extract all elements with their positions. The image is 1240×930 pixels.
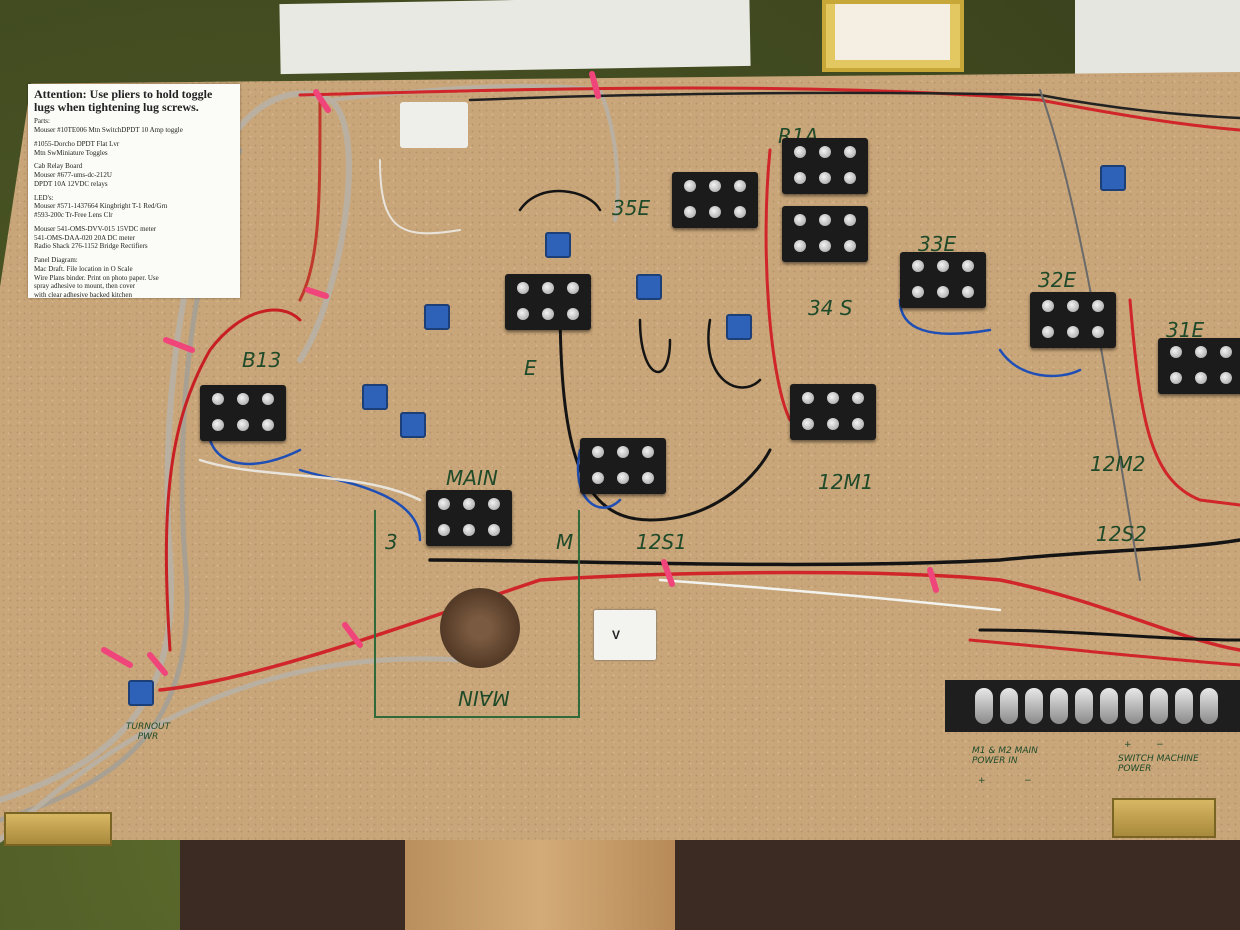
voltmeter-label: V <box>612 628 621 642</box>
toggle-main[interactable] <box>426 490 512 546</box>
terminal-screw[interactable] <box>975 688 993 724</box>
rotary-switch[interactable] <box>440 588 520 668</box>
toggle-32e[interactable] <box>1030 292 1116 348</box>
mini-toggle[interactable] <box>362 384 388 410</box>
wood-support <box>405 838 675 930</box>
mini-toggle[interactable] <box>545 232 571 258</box>
sheet-title: Attention: Use pliers to hold toggle lug… <box>34 87 213 115</box>
toggle-r1a[interactable] <box>782 138 868 194</box>
workbench <box>180 830 1240 930</box>
label-switch-minus: − <box>1156 740 1164 750</box>
label-32e: 32E <box>1038 268 1077 292</box>
sheet-line: Parts: <box>34 117 50 126</box>
sheet-line: 541-OMS-DAA-020 20A DC meter <box>34 233 135 242</box>
terminal-screw[interactable] <box>1050 688 1068 724</box>
mini-toggle[interactable] <box>400 412 426 438</box>
label-main-power: M1 & M2 MAIN POWER IN <box>972 746 1038 766</box>
toggle-31e[interactable] <box>1158 338 1240 394</box>
label-e: E <box>524 356 537 380</box>
terminal-screw[interactable] <box>1125 688 1143 724</box>
mini-toggle[interactable] <box>636 274 662 300</box>
sheet-line: Mouser 541-OMS-DVV-015 15VDC meter <box>34 224 157 233</box>
mini-toggle[interactable] <box>726 314 752 340</box>
instruction-sheet: Attention: Use pliers to hold toggle lug… <box>28 84 240 298</box>
toggle-35e[interactable] <box>672 172 758 228</box>
sheet-line: Cab Relay Board <box>34 162 83 171</box>
sheet-line: Radio Shack 276-1152 Bridge Rectifiers <box>34 242 148 251</box>
mini-toggle-turnout-pwr[interactable] <box>128 680 154 706</box>
terminal-screw[interactable] <box>1150 688 1168 724</box>
label-b13: B13 <box>242 348 282 372</box>
terminal-screw[interactable] <box>1175 688 1193 724</box>
label-switch-power: SWITCH MACHINE POWER <box>1118 754 1199 774</box>
toggle-12s1[interactable] <box>580 438 666 494</box>
label-12s1: 12S1 <box>636 530 687 554</box>
control-panel-board <box>0 72 1240 840</box>
voltmeter <box>594 610 656 660</box>
label-12m2: 12M2 <box>1090 452 1146 476</box>
paper-sheet-right <box>1075 0 1240 80</box>
sheet-line: spray adhesive to mount, then cover <box>34 282 136 291</box>
label-3: 3 <box>385 530 398 554</box>
terminal-screw[interactable] <box>1075 688 1093 724</box>
label-m: M <box>556 530 574 554</box>
sheet-line: DPDT 10A 12VDC relays <box>34 179 108 188</box>
main-outline <box>374 510 580 718</box>
sheet-line: with clear adhesive backed kitchen <box>34 291 132 298</box>
sheet-lines: Parts:Mouser #10TE006 Mtn SwitchDPDT 10 … <box>34 117 234 298</box>
sheet-line: Mouser #571-1437664 Kingbright T-1 Red/G… <box>34 202 168 211</box>
label-main-plus: + <box>978 776 986 786</box>
terminal-screw[interactable] <box>1025 688 1043 724</box>
sheet-line: #1055-Dorcho DPDT Flat Lvr <box>34 139 120 148</box>
hinge-left <box>4 812 112 846</box>
terminal-screw[interactable] <box>1100 688 1118 724</box>
terminal-connector <box>400 102 468 148</box>
terminal-strip <box>945 680 1240 732</box>
label-main-top: MAIN <box>446 466 498 490</box>
sheet-line: Mac Draft. File location in O Scale <box>34 264 133 273</box>
label-main-minus: − <box>1024 776 1032 786</box>
label-12m1: 12M1 <box>818 470 874 494</box>
label-turnout-pwr: TURNOUT PWR <box>125 722 171 742</box>
multimeter-face <box>835 4 950 60</box>
label-34s: 34 S <box>808 296 853 320</box>
terminal-screw[interactable] <box>1000 688 1018 724</box>
sheet-line: Mouser #677-ums-dc-212U <box>34 171 112 180</box>
toggle-33e[interactable] <box>900 252 986 308</box>
sheet-line: Panel Diagram: <box>34 256 78 265</box>
mini-toggle[interactable] <box>424 304 450 330</box>
label-12s2: 12S2 <box>1096 522 1147 546</box>
terminal-screw[interactable] <box>1200 688 1218 724</box>
sheet-line: Wire Plans binder. Print on photo paper.… <box>34 273 159 282</box>
sheet-line: LED's: <box>34 193 54 202</box>
toggle-12m1[interactable] <box>790 384 876 440</box>
toggle-e[interactable] <box>505 274 591 330</box>
label-35e: 35E <box>612 196 651 220</box>
toggle-r1b[interactable] <box>782 206 868 262</box>
sheet-line: #593-200c Tr-Free Lens Clr <box>34 211 113 220</box>
label-switch-plus: + <box>1124 740 1132 750</box>
sheet-line: Mtn SwMiniature Toggles <box>34 148 108 157</box>
toggle-b13[interactable] <box>200 385 286 441</box>
mini-toggle[interactable] <box>1100 165 1126 191</box>
hinge-right <box>1112 798 1216 838</box>
sheet-line: Mouser #10TE006 Mtn SwitchDPDT 10 Amp to… <box>34 126 183 135</box>
